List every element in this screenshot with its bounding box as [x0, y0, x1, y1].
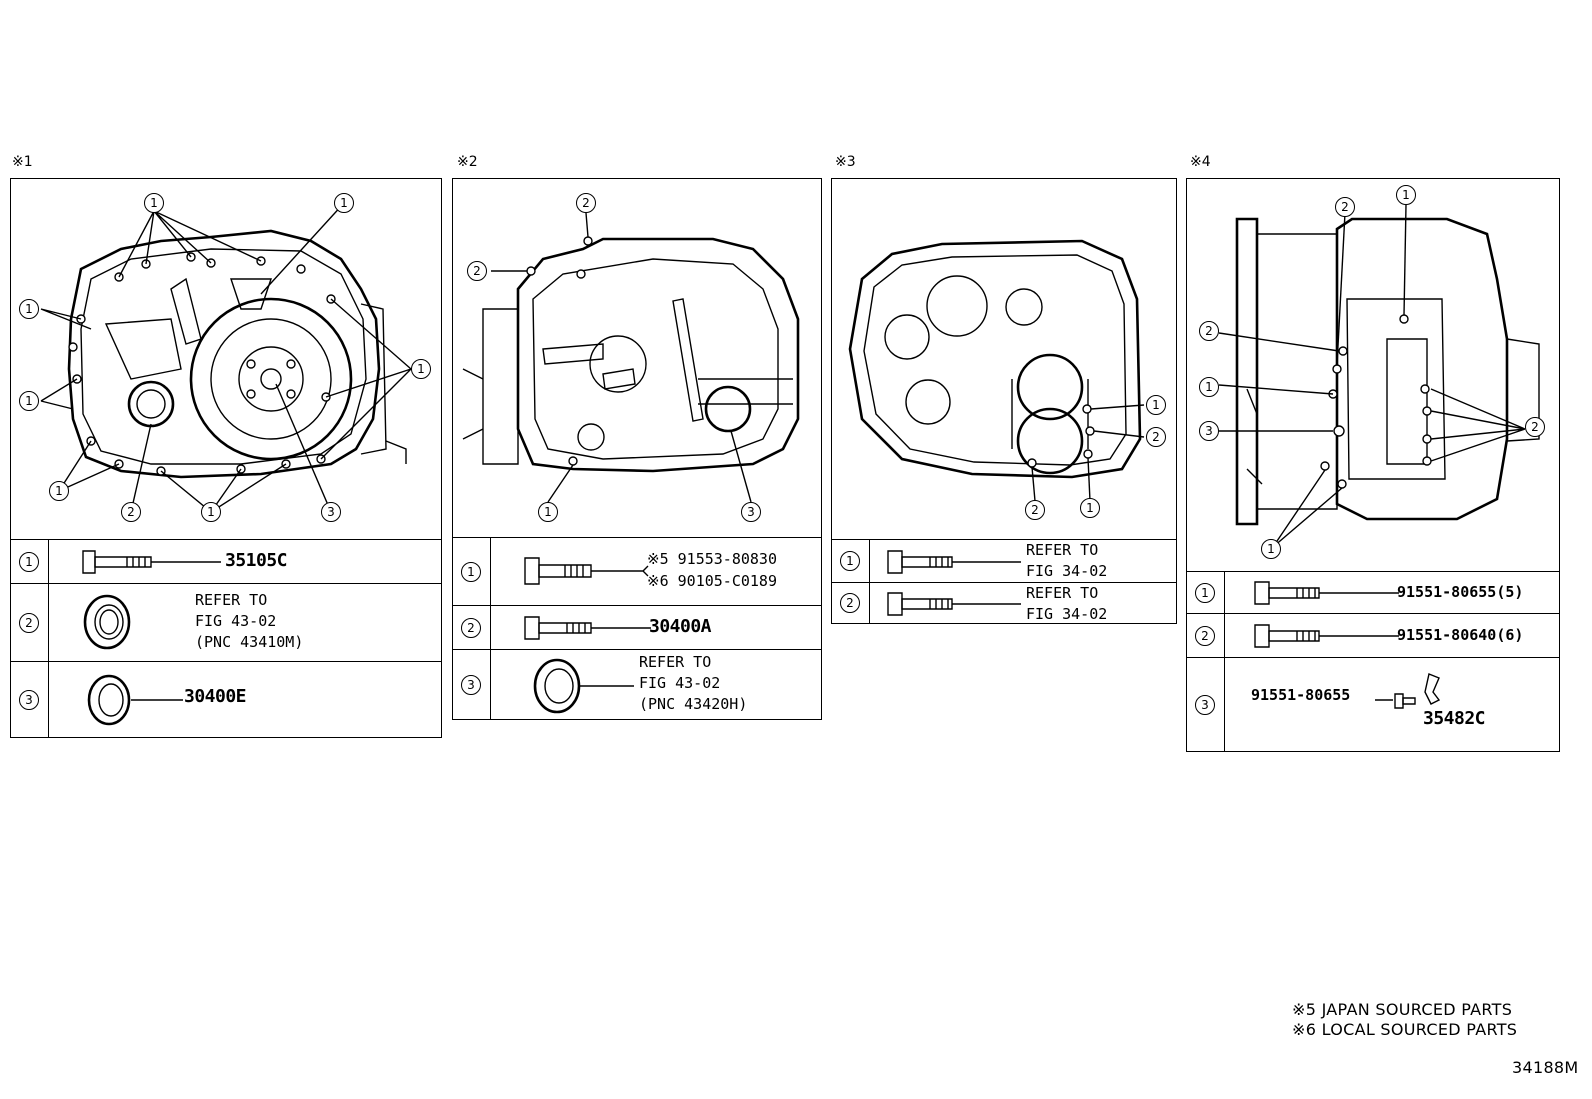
- transaxle-case-drawing-3: [848, 239, 1145, 502]
- legend-number: 1: [1195, 582, 1215, 603]
- legend-row-3: 3 91551-80655 35482C: [1187, 657, 1559, 751]
- callout-1: 1: [538, 502, 558, 522]
- part-number: 91551-80655(5): [1397, 583, 1524, 601]
- figure-id: 34188M: [1512, 1058, 1579, 1077]
- callout-1: 1: [1080, 498, 1100, 518]
- callout-1: 1: [1261, 539, 1281, 559]
- transaxle-case-drawing-1: [40, 202, 412, 513]
- panel-1: 1 1 1 1 1 1 2 3 1 1 35105C 2 REFER TO FI…: [10, 178, 442, 738]
- part-number: ※6 90105-C0189: [647, 572, 777, 590]
- callout-2: 2: [1335, 197, 1355, 217]
- callout-1: 1: [1396, 185, 1416, 205]
- legend-number: 2: [461, 617, 481, 638]
- oil-seal-icon: [87, 674, 183, 726]
- legend-row-1: 1 35105C: [11, 539, 441, 583]
- legend-row-3: 3 REFER TO FIG 43-02 (PNC 43420H): [453, 649, 821, 719]
- legend-row-1: 1 ※5 91553-80830 ※6 90105-C0189: [453, 537, 821, 605]
- callout-3: 3: [1199, 421, 1219, 441]
- panel-2: 2 2 1 3 1 ※5 91553-80830 ※6 90105-C0189 …: [452, 178, 822, 720]
- oil-seal-icon: [83, 594, 131, 650]
- part-number: 30400E: [184, 686, 247, 707]
- callout-1: 1: [1199, 377, 1219, 397]
- panel-4-tag: ※4: [1190, 154, 1211, 170]
- legend-number: 2: [1195, 625, 1215, 646]
- bolt-icon: [1254, 581, 1399, 605]
- legend-row-2: 2 91551-80640(6): [1187, 613, 1559, 657]
- callout-1: 1: [49, 481, 69, 501]
- callout-1: 1: [1146, 395, 1166, 415]
- legend-row-3: 3 30400E: [11, 661, 441, 737]
- callout-2: 2: [1146, 427, 1166, 447]
- legend-row-2: 2 REFER TO FIG 34-02: [832, 582, 1176, 623]
- bolt-icon: [524, 616, 651, 640]
- callout-2: 2: [1525, 417, 1545, 437]
- callout-1: 1: [201, 502, 221, 522]
- reference-note: REFER TO FIG 34-02: [1026, 541, 1108, 580]
- legend-number: 1: [461, 561, 481, 582]
- callout-3: 3: [741, 502, 761, 522]
- part-number: 35105C: [225, 550, 288, 571]
- reference-note: REFER TO FIG 34-02: [1026, 584, 1108, 623]
- panel-3-tag: ※3: [835, 154, 856, 170]
- callout-2: 2: [121, 502, 141, 522]
- panel-3: 1 2 2 1 1 REFER TO FIG 34-02 2 REFER TO …: [831, 178, 1177, 624]
- bolt-icon: [524, 557, 649, 585]
- bolt-icon: [887, 592, 1021, 616]
- callout-1: 1: [334, 193, 354, 213]
- part-number: 91551-80640(6): [1397, 626, 1524, 644]
- callout-2: 2: [467, 261, 487, 281]
- callout-2: 2: [1199, 321, 1219, 341]
- legend-row-2: 2 30400A: [453, 605, 821, 649]
- callout-1: 1: [411, 359, 431, 379]
- legend-number: 1: [840, 551, 860, 571]
- bolt-bracket-icon: [1375, 673, 1441, 709]
- legend-number: 3: [1195, 694, 1215, 715]
- legend-number: 3: [461, 674, 481, 695]
- transaxle-case-drawing-2: [462, 212, 800, 503]
- transaxle-case-drawing-4: [1218, 204, 1540, 548]
- panel-1-tag: ※1: [12, 154, 33, 170]
- reference-note: REFER TO FIG 43-02 (PNC 43420H): [639, 653, 748, 713]
- legend-row-2: 2 REFER TO FIG 43-02 (PNC 43410M): [11, 583, 441, 661]
- callout-2: 2: [576, 193, 596, 213]
- part-number: 91551-80655: [1251, 686, 1351, 704]
- panel-2-tag: ※2: [457, 154, 478, 170]
- bolt-icon: [82, 550, 221, 574]
- legend-number: 2: [840, 593, 860, 613]
- part-number: ※5 91553-80830: [647, 550, 777, 568]
- callout-1: 1: [19, 391, 39, 411]
- oil-seal-icon: [533, 658, 634, 714]
- callout-2: 2: [1025, 500, 1045, 520]
- footnote-japan: ※5 JAPAN SOURCED PARTS: [1292, 1000, 1513, 1019]
- legend-number: 3: [19, 689, 39, 710]
- legend-number: 2: [19, 612, 39, 633]
- bolt-icon: [1254, 624, 1399, 648]
- legend-number: 1: [19, 551, 39, 572]
- callout-1: 1: [144, 193, 164, 213]
- reference-note: REFER TO FIG 43-02 (PNC 43410M): [195, 591, 304, 651]
- legend-row-1: 1 91551-80655(5): [1187, 571, 1559, 613]
- legend-row-1: 1 REFER TO FIG 34-02: [832, 539, 1176, 582]
- callout-3: 3: [321, 502, 341, 522]
- part-number: 30400A: [649, 616, 712, 637]
- part-number: 35482C: [1423, 708, 1486, 729]
- footnote-local: ※6 LOCAL SOURCED PARTS: [1292, 1020, 1518, 1039]
- bolt-icon: [887, 550, 1021, 574]
- callout-1: 1: [19, 299, 39, 319]
- panel-4: 1 2 2 1 3 2 1 1 91551-80655(5) 2 91551-8…: [1186, 178, 1560, 752]
